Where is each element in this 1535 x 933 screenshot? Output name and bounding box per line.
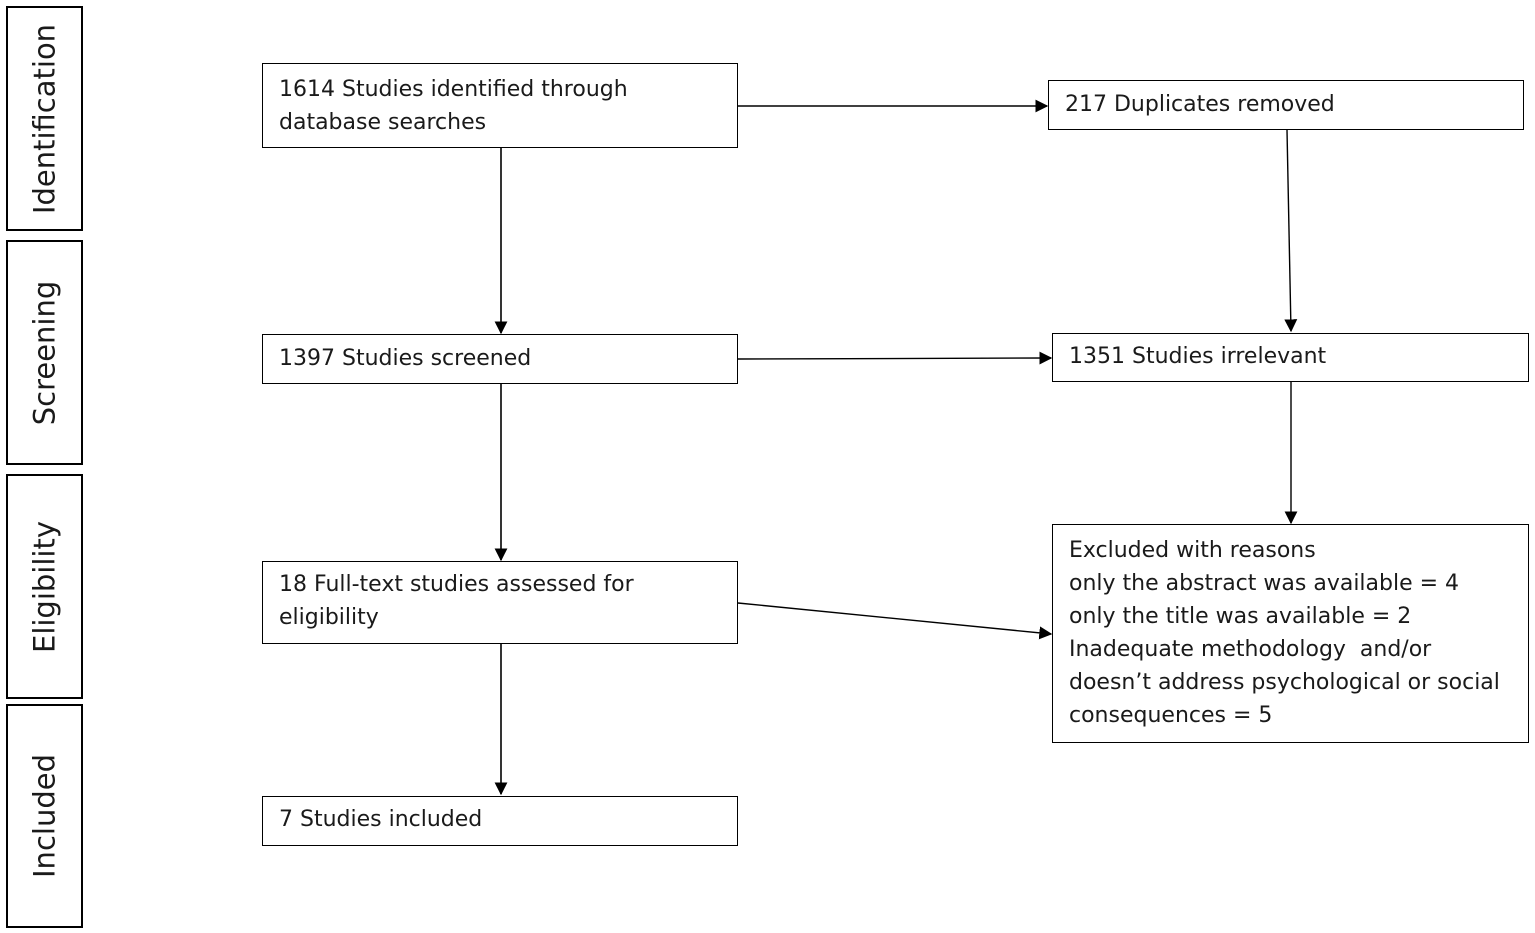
arrow-fulltext-to-excluded [737,602,1053,640]
box-studies-irrelevant: 1351 Studies irrelevant [1052,333,1529,382]
box-studies-included: 7 Studies included [262,796,738,846]
box-excluded-with-reasons: Excluded with reasons only the abstract … [1052,524,1529,743]
stage-screening: Screening [6,240,83,465]
excluded-reason-abstract-only: only the abstract was available = 4 [1069,571,1460,596]
box-studies-irrelevant-line-1: 1351 Studies irrelevant [1069,344,1327,369]
box-studies-identified-line-2: database searches [279,110,487,135]
stage-included: Included [6,704,83,928]
stage-eligibility: Eligibility [6,474,83,699]
excluded-reason-methodology-line-1: Inadequate methodology and/or [1069,637,1432,662]
excluded-heading: Excluded with reasons [1069,538,1316,563]
box-studies-screened: 1397 Studies screened [262,334,738,384]
excluded-reason-title-only: only the title was available = 2 [1069,604,1412,629]
box-fulltext-assessed: 18 Full-text studies assessed for eligib… [262,561,738,644]
box-studies-identified-line-1: 1614 Studies identified through [279,77,628,102]
box-fulltext-assessed-line-1: 18 Full-text studies assessed for [279,572,634,597]
arrow-screened-to-irrelevant [737,351,1053,365]
box-studies-screened-line-1: 1397 Studies screened [279,346,532,371]
box-studies-included-line-1: 7 Studies included [279,807,483,832]
excluded-reason-methodology-line-2: doesn’t address psychological or social [1069,670,1500,695]
stage-identification: Identification [6,6,83,231]
excluded-reason-methodology-line-3: consequences = 5 [1069,703,1273,728]
box-duplicates-removed-line-1: 217 Duplicates removed [1065,92,1335,117]
box-fulltext-assessed-line-2: eligibility [279,605,379,630]
arrow-duplicates-to-irrelevant [1284,129,1298,333]
box-duplicates-removed: 217 Duplicates removed [1048,80,1524,130]
box-studies-identified: 1614 Studies identified through database… [262,63,738,148]
